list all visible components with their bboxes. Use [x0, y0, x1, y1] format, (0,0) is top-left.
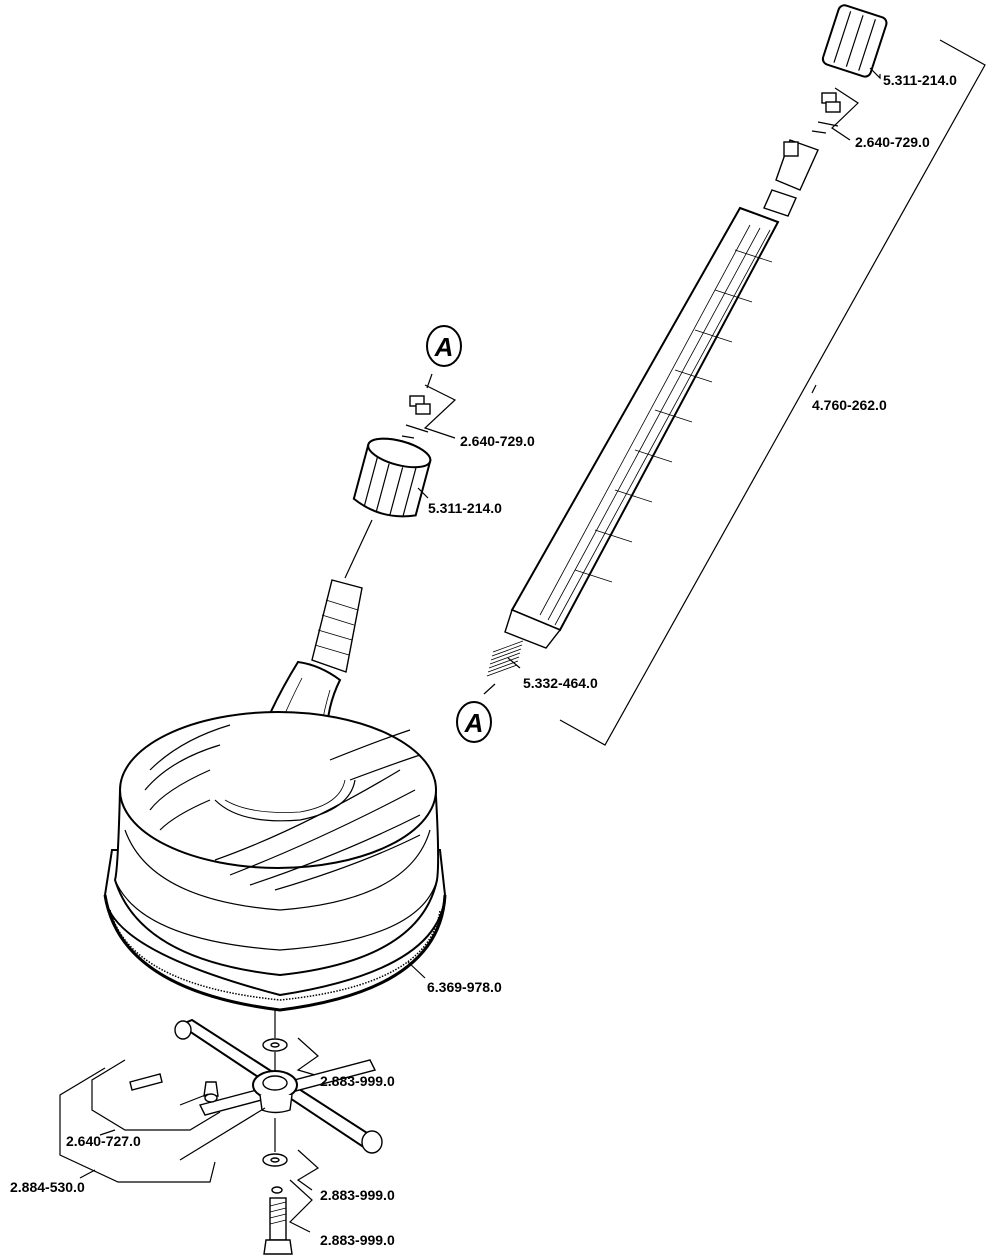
label-washer-2: 2.883-999.0: [320, 1187, 395, 1203]
lance-tube: [504, 139, 819, 649]
label-rotor-arm: 2.884-530.0: [10, 1179, 85, 1195]
cleaner-housing: [103, 711, 447, 1012]
label-nozzle-kit: 2.640-727.0: [66, 1133, 141, 1149]
leader-lines: [59, 67, 881, 1233]
label-coupling-mid: 2.640-729.0: [460, 433, 535, 449]
top-coupling: [811, 92, 841, 134]
callout-a-bottom: A: [456, 701, 492, 743]
lance-assembly: [483, 4, 986, 746]
top-nut: [821, 4, 888, 78]
callout-letter-bottom: A: [464, 708, 484, 738]
lance-bracket: [559, 39, 986, 746]
label-nut-top: 5.311-214.0: [883, 72, 957, 88]
label-coupling-top: 2.640-729.0: [855, 134, 930, 150]
label-washer-1: 2.883-999.0: [320, 1073, 395, 1089]
label-spring: 5.332-464.0: [523, 675, 598, 691]
spring: [483, 640, 524, 695]
callout-a-top: A: [426, 325, 462, 367]
label-cleaner-housing: 6.369-978.0: [427, 979, 502, 995]
rotor-assembly: [129, 1010, 383, 1255]
label-oring-bolt: 2.883-999.0: [320, 1232, 395, 1248]
callout-letter-top: A: [434, 332, 454, 362]
label-nut-mid: 5.311-214.0: [428, 500, 502, 516]
label-lance: 4.760-262.0: [812, 397, 887, 413]
